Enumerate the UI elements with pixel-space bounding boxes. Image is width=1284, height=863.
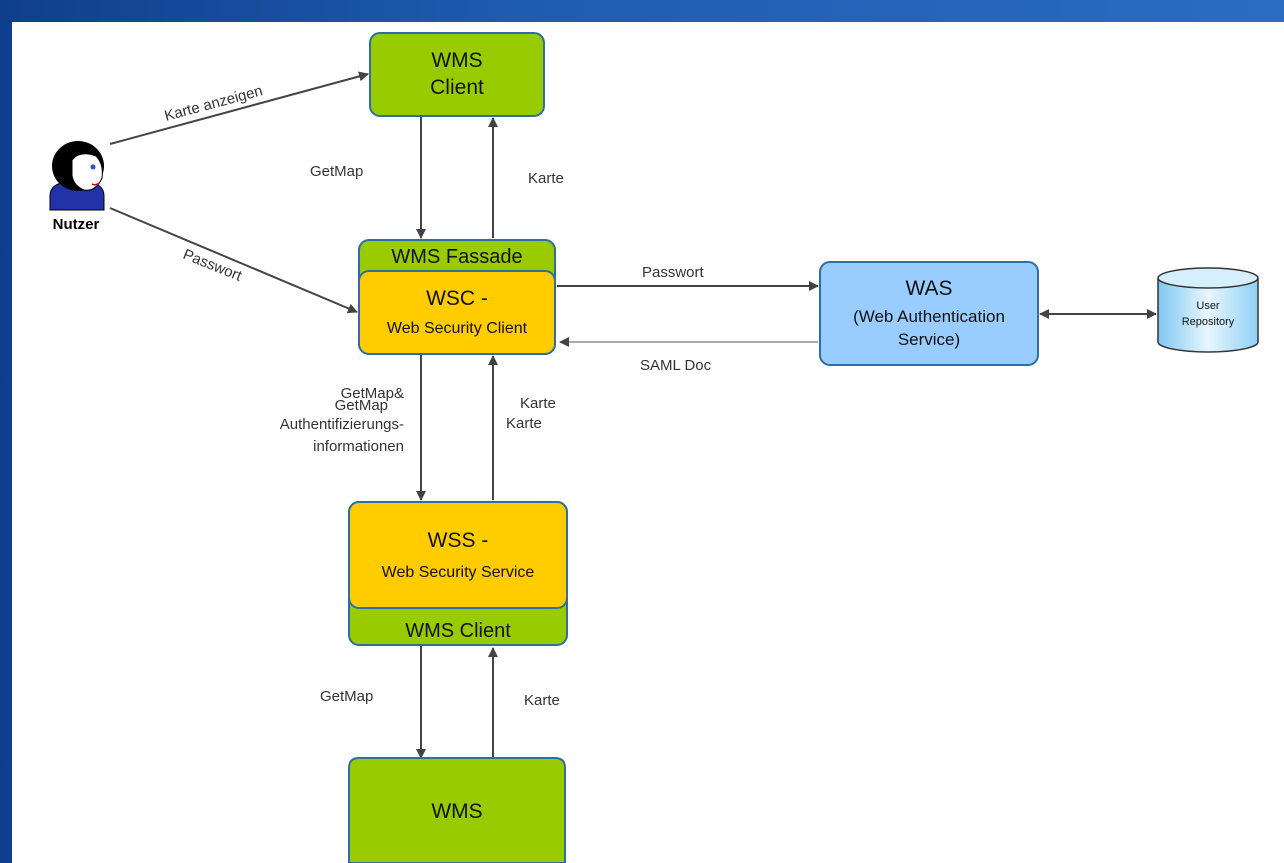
user-avatar-icon: [49, 141, 105, 211]
node-wsc: WSC - Web Security Client: [358, 270, 556, 355]
wss-line2: Web Security Service: [382, 564, 535, 581]
label-passwort-was: Passwort: [642, 264, 705, 281]
arrow-passwort-user: [109, 207, 358, 314]
label-karte-anzeigen: Karte anzeigen: [163, 82, 265, 125]
was-line3: Service): [898, 330, 960, 349]
node-was: WAS (Web Authentication Service): [819, 261, 1039, 366]
arrow-karte-anzeigen: [109, 71, 369, 145]
wsc-line2: Web Security Client: [387, 320, 528, 337]
wsc-line1: WSC -: [426, 287, 488, 310]
user-repository-line1: User: [1196, 300, 1220, 312]
label-saml-doc: SAML Doc: [640, 357, 712, 374]
node-wss: WSS - Web Security Service: [348, 501, 568, 609]
arrows: [109, 71, 1157, 759]
node-user-repository: User Repository: [1157, 267, 1259, 353]
user-repository-line2: Repository: [1182, 316, 1235, 328]
node-wms: WMS: [348, 757, 566, 863]
label-getmap-auth-1: GetMap&: [341, 385, 404, 402]
diagram-canvas: [12, 22, 1284, 863]
label-getmap-top: GetMap: [310, 163, 363, 180]
wss-line1: WSS -: [428, 529, 489, 552]
wms-client-top-line2: Client: [430, 76, 484, 99]
user-label: Nutzer: [53, 216, 100, 233]
wms-label: WMS: [431, 800, 482, 823]
label-karte-top: Karte: [528, 170, 564, 187]
label-getmap-auth-3: informationen: [313, 438, 404, 455]
label-karte-mid-1: Karte: [520, 395, 556, 412]
was-line1: WAS: [905, 277, 952, 300]
was-line2: (Web Authentication: [853, 307, 1005, 326]
wms-client-bottom-label: WMS Client: [405, 620, 511, 642]
wms-client-top-line1: WMS: [431, 49, 482, 72]
node-wms-client-top: WMS Client: [369, 32, 545, 117]
label-karte-bottom: Karte: [524, 692, 560, 709]
label-getmap-auth-2: Authentifizierungs-: [280, 416, 404, 433]
label-getmap-auth-ghost: GetMap: [335, 397, 388, 414]
label-karte-mid-2: Karte: [506, 415, 542, 432]
label-getmap-bottom: GetMap: [320, 688, 373, 705]
wms-fassade-label: WMS Fassade: [391, 246, 522, 268]
